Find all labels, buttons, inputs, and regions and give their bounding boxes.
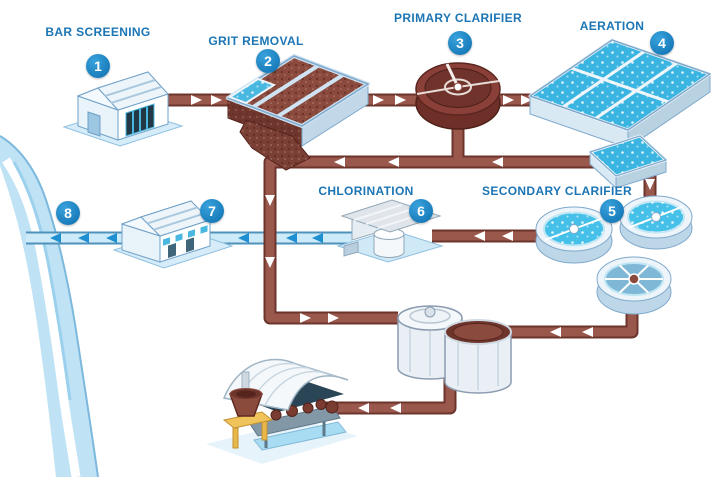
badge-step-1: 1 xyxy=(86,54,110,78)
badge-step-6: 6 xyxy=(409,199,433,223)
label-bar-screening: BAR SCREENING xyxy=(45,25,151,39)
badge-step-3: 3 xyxy=(448,31,472,55)
badge-step-7: 7 xyxy=(200,199,224,223)
label-grit-removal: GRIT REMOVAL xyxy=(208,34,304,48)
river xyxy=(0,135,99,477)
bar-screening-building xyxy=(62,71,184,147)
sludge-digesters xyxy=(397,305,512,394)
badge-step-8: 8 xyxy=(56,201,80,225)
secondary-clarifier-tanks xyxy=(535,195,693,315)
label-chlorination: CHLORINATION xyxy=(318,184,414,198)
label-primary-clarifier: PRIMARY CLARIFIER xyxy=(394,11,522,25)
sludge-dewatering-unit xyxy=(206,358,358,464)
water-flow-arrows xyxy=(50,233,323,243)
label-aeration: AERATION xyxy=(579,19,645,33)
aeration-basins xyxy=(528,38,712,190)
label-secondary-clarifier: SECONDARY CLARIFIER xyxy=(482,184,632,198)
badge-step-4: 4 xyxy=(650,31,674,55)
primary-clarifier-tank xyxy=(415,62,501,130)
grit-removal-basin xyxy=(226,54,370,171)
sludge-flow-arrows xyxy=(191,95,655,413)
outfall-building xyxy=(112,200,234,269)
badge-step-2: 2 xyxy=(256,49,280,73)
badge-step-5: 5 xyxy=(600,199,624,223)
